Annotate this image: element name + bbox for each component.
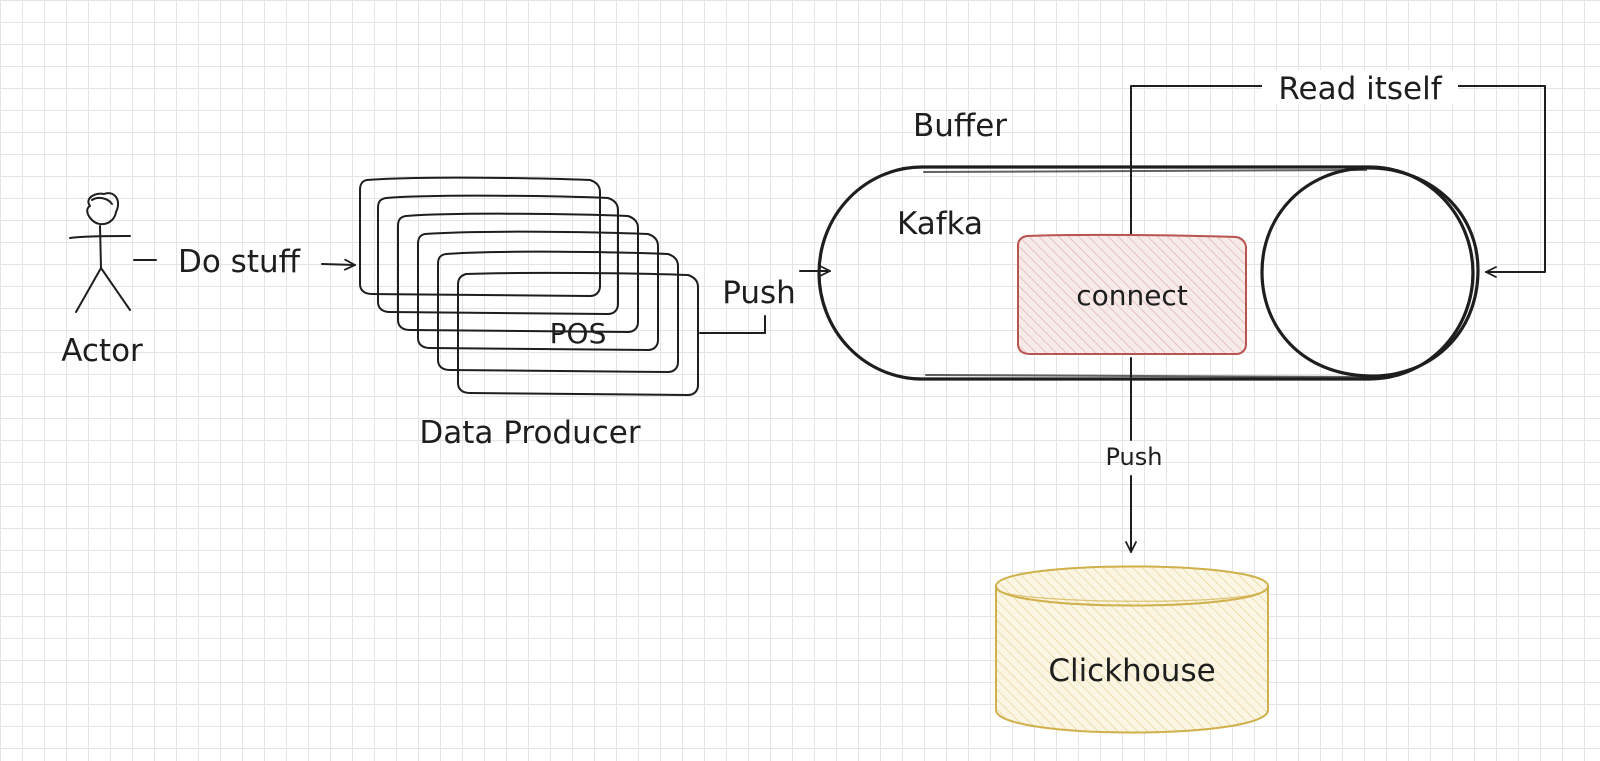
connect-label: connect (1076, 279, 1188, 312)
push-to-kafka-arrow: Push (699, 265, 831, 334)
kafka-buffer: Kafka (817, 165, 1480, 381)
clickhouse-database: Clickhouse (995, 565, 1269, 734)
read-itself-label: Read itself (1278, 71, 1442, 107)
actor: Actor (61, 192, 143, 369)
do-stuff-arrow: Do stuff (133, 244, 356, 280)
push-to-clickhouse-label: Push (1106, 443, 1163, 471)
stick-figure-icon (69, 192, 131, 313)
pos-label: POS (550, 317, 607, 350)
buffer-title: Buffer (913, 108, 1007, 144)
connect-box: connect (1017, 233, 1247, 355)
read-itself-arrow: Read itself (1130, 70, 1546, 278)
kafka-label: Kafka (897, 206, 983, 242)
data-producer-stack: POS (359, 176, 699, 396)
push-to-kafka-label: Push (722, 275, 796, 311)
do-stuff-label: Do stuff (178, 244, 301, 280)
data-producer-label: Data Producer (419, 415, 640, 451)
clickhouse-label: Clickhouse (1048, 653, 1215, 689)
push-to-clickhouse-arrow: Push (1106, 357, 1163, 553)
actor-label: Actor (61, 333, 143, 369)
